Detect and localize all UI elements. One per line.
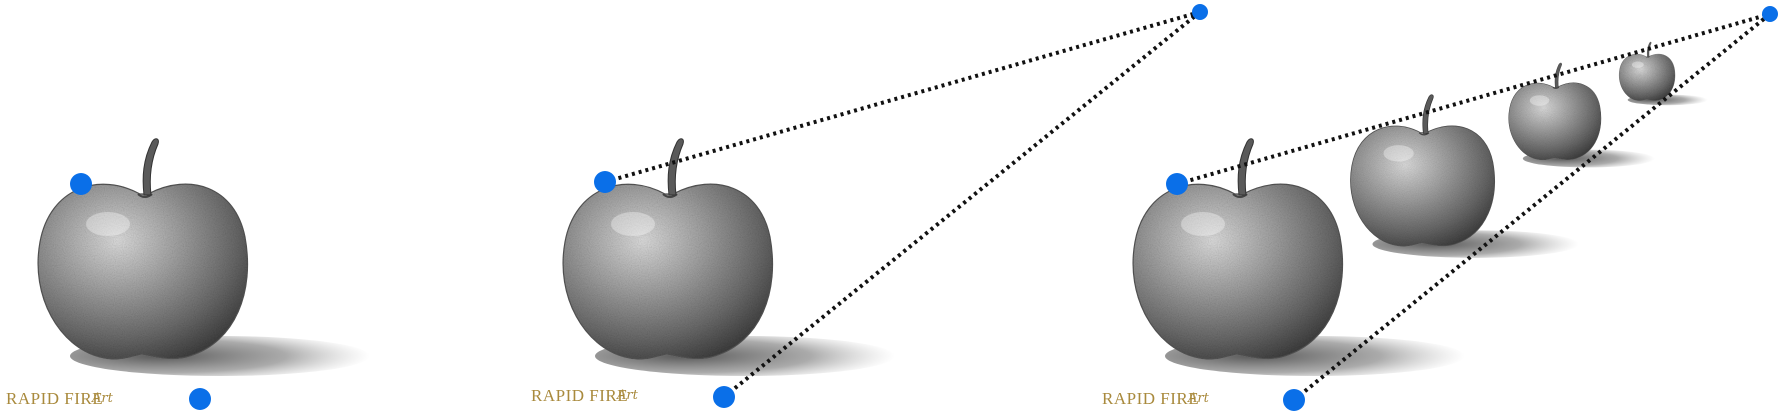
base-marker-dot — [189, 388, 211, 410]
base-marker-dot — [713, 386, 735, 408]
watermark-logo: RAPID FIRE Art — [6, 389, 114, 408]
watermark-logo: RAPID FIRE Art — [1102, 389, 1210, 408]
upper-guide-line — [1176, 12, 1771, 186]
top-marker-dot — [1166, 173, 1188, 195]
watermark-main-text: RAPID FIRE — [6, 389, 103, 408]
top-marker-dot — [70, 173, 92, 195]
upper-guide-line — [604, 10, 1201, 184]
watermark-script-text: Art — [91, 391, 114, 406]
vanishing-point-dot — [1762, 6, 1778, 22]
top-marker-dot — [594, 171, 616, 193]
panel-apples-receding-in-perspective: RAPID FIRE Art — [1102, 6, 1778, 411]
watermark-main-text: RAPID FIRE — [1102, 389, 1199, 408]
panel-single-apple: RAPID FIRE Art — [6, 139, 370, 410]
watermark-main-text: RAPID FIRE — [531, 386, 628, 405]
watermark-script-text: Art — [1187, 391, 1210, 406]
panel-apple-with-perspective-lines: RAPID FIRE Art — [531, 4, 1208, 408]
base-marker-dot — [1283, 389, 1305, 411]
watermark-script-text: Art — [616, 388, 639, 403]
vanishing-point-dot — [1192, 4, 1208, 20]
watermark-logo: RAPID FIRE Art — [531, 386, 639, 405]
